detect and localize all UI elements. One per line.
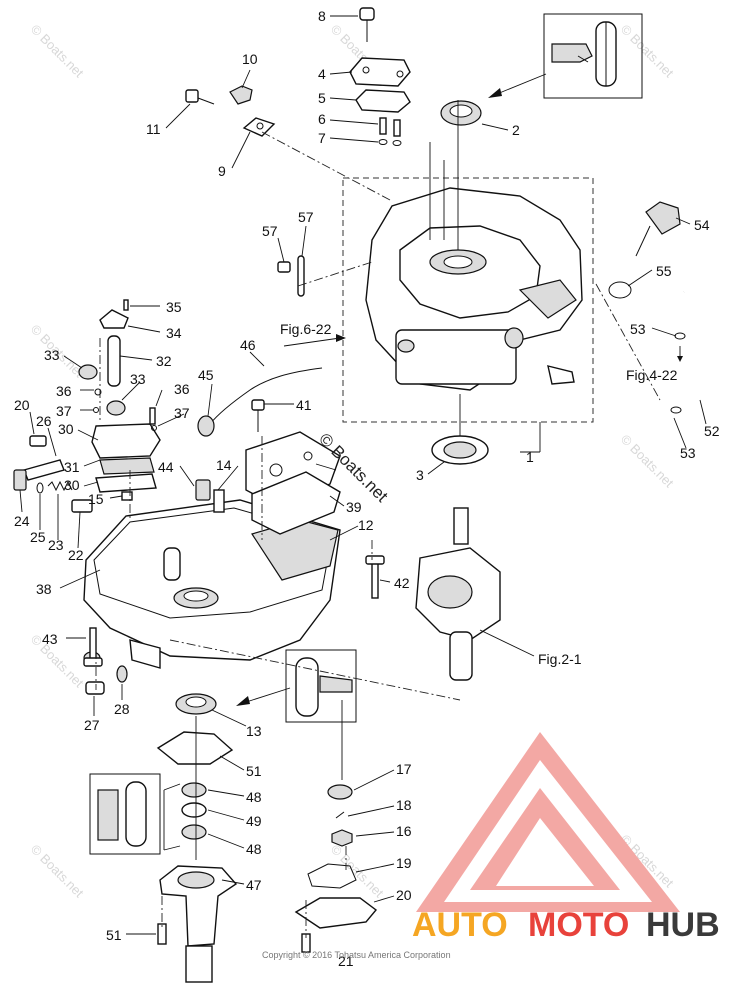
lower-seal-stack bbox=[89, 693, 238, 983]
part-label-48: 48 bbox=[246, 789, 262, 805]
part-label-39: 39 bbox=[346, 499, 362, 515]
part-label-26: 26 bbox=[36, 413, 52, 429]
logo-moto: MOTO bbox=[528, 906, 629, 944]
ref-fig-2-1: Fig.2-1 bbox=[538, 651, 582, 667]
part-label-57: 57 bbox=[298, 209, 314, 225]
part-label-12: 12 bbox=[358, 517, 374, 533]
part-label-6: 6 bbox=[318, 111, 326, 127]
alignment-lines bbox=[95, 131, 661, 938]
part-label-46: 46 bbox=[240, 337, 256, 353]
part-label-31: 31 bbox=[64, 459, 80, 475]
part-label-33b: 33 bbox=[130, 371, 146, 387]
watermark-text: © Boats.net bbox=[28, 22, 87, 81]
part-label-45: 45 bbox=[198, 367, 214, 383]
part-label-9: 9 bbox=[218, 163, 226, 179]
watermark-text: © Boats.net bbox=[28, 842, 87, 901]
breather-hose bbox=[670, 284, 720, 414]
part-label-21b: 21 bbox=[338, 953, 354, 969]
part-label-4: 4 bbox=[318, 66, 326, 82]
part-label-36: 36 bbox=[174, 381, 190, 397]
part-label-7: 7 bbox=[318, 130, 326, 146]
part-label-11: 11 bbox=[146, 121, 161, 137]
part-label-54: 54 bbox=[694, 217, 710, 233]
part-label-19: 19 bbox=[396, 855, 412, 871]
ref-fig-6-22: Fig.6-22 bbox=[280, 321, 332, 337]
part-label-16: 16 bbox=[396, 823, 412, 839]
part-label-51: 51 bbox=[106, 927, 122, 943]
part-label-34: 34 bbox=[166, 325, 182, 341]
part-label-33: 33 bbox=[44, 347, 60, 363]
part-label-25: 25 bbox=[30, 529, 46, 545]
part-label-10: 10 bbox=[242, 51, 258, 67]
part-label-21: 20 bbox=[14, 397, 30, 413]
crankcase-cylinder-block bbox=[342, 100, 594, 423]
plate-and-gasket bbox=[245, 431, 341, 535]
part-label-5: 5 bbox=[318, 90, 326, 106]
seal-detail-inset-2 bbox=[236, 649, 357, 723]
water-pump-parts bbox=[294, 700, 378, 929]
part-label-37: 37 bbox=[56, 403, 72, 419]
part-label-14: 14 bbox=[216, 457, 232, 473]
part-label-55: 55 bbox=[656, 263, 672, 279]
part-label-49: 49 bbox=[246, 813, 262, 829]
part-label-1: 1 bbox=[526, 449, 534, 465]
part-label-8: 8 bbox=[318, 8, 326, 24]
leader-lines bbox=[19, 15, 707, 935]
sensor-cable bbox=[195, 255, 323, 513]
part-label-32: 32 bbox=[156, 353, 172, 369]
copyright-text: Copyright © 2016 Tohatsu America Corpora… bbox=[262, 950, 451, 960]
upper-fasteners bbox=[185, 7, 482, 146]
part-label-52: 52 bbox=[704, 423, 720, 439]
part-label-50: 51 bbox=[246, 763, 262, 779]
lower-crankcase bbox=[83, 499, 341, 669]
bolts bbox=[83, 555, 385, 953]
logo-hub: HUB bbox=[646, 906, 720, 944]
part-label-41: 41 bbox=[296, 397, 312, 413]
part-label-53b: 53 bbox=[680, 445, 696, 461]
part-label-48b: 48 bbox=[246, 841, 262, 857]
part-label-24: 24 bbox=[14, 513, 30, 529]
part-label-13: 13 bbox=[246, 723, 262, 739]
seal-detail-inset bbox=[488, 13, 643, 99]
part-label-28: 28 bbox=[114, 701, 130, 717]
watermark-text: © Boats.net bbox=[328, 842, 387, 901]
part-label-29: 30 bbox=[58, 421, 74, 437]
part-label-30: 30 bbox=[64, 477, 80, 493]
automotohub-logo: AUTO MOTO HUB bbox=[412, 732, 720, 944]
part-label-3: 3 bbox=[416, 467, 424, 483]
part-label-22: 22 bbox=[68, 547, 84, 563]
part-label-43: 43 bbox=[42, 631, 58, 647]
part-label-23: 23 bbox=[48, 537, 64, 553]
part-label-56: 57 bbox=[262, 223, 278, 239]
oil-filler-cap bbox=[608, 201, 681, 299]
part-label-2: 2 bbox=[512, 122, 520, 138]
crankshaft bbox=[415, 394, 501, 681]
part-number-labels: 8 4 5 6 7 2 10 11 9 57 57 54 55 53 Fig.4… bbox=[14, 8, 720, 969]
watermark-text: © Boats.net bbox=[618, 432, 677, 491]
ref-fig-4-22: Fig.4-22 bbox=[626, 367, 678, 383]
part-label-35: 35 bbox=[166, 299, 182, 315]
part-label-20: 20 bbox=[396, 887, 412, 903]
part-label-17: 17 bbox=[396, 761, 412, 777]
part-label-38: 38 bbox=[36, 581, 52, 597]
thermostat-assembly bbox=[78, 299, 161, 493]
part-label-27: 27 bbox=[84, 717, 100, 733]
part-label-18: 18 bbox=[396, 797, 412, 813]
part-label-44: 44 bbox=[158, 459, 174, 475]
part-label-53: 53 bbox=[630, 321, 646, 337]
part-label-47: 47 bbox=[246, 877, 262, 893]
part-label-42: 42 bbox=[394, 575, 410, 591]
logo-auto: AUTO bbox=[412, 906, 508, 944]
watermark-text: © Boats.net bbox=[618, 22, 677, 81]
part-label-37b: 37 bbox=[174, 405, 190, 421]
part-label-36b: 36 bbox=[56, 383, 72, 399]
part-label-15: 15 bbox=[88, 491, 104, 507]
